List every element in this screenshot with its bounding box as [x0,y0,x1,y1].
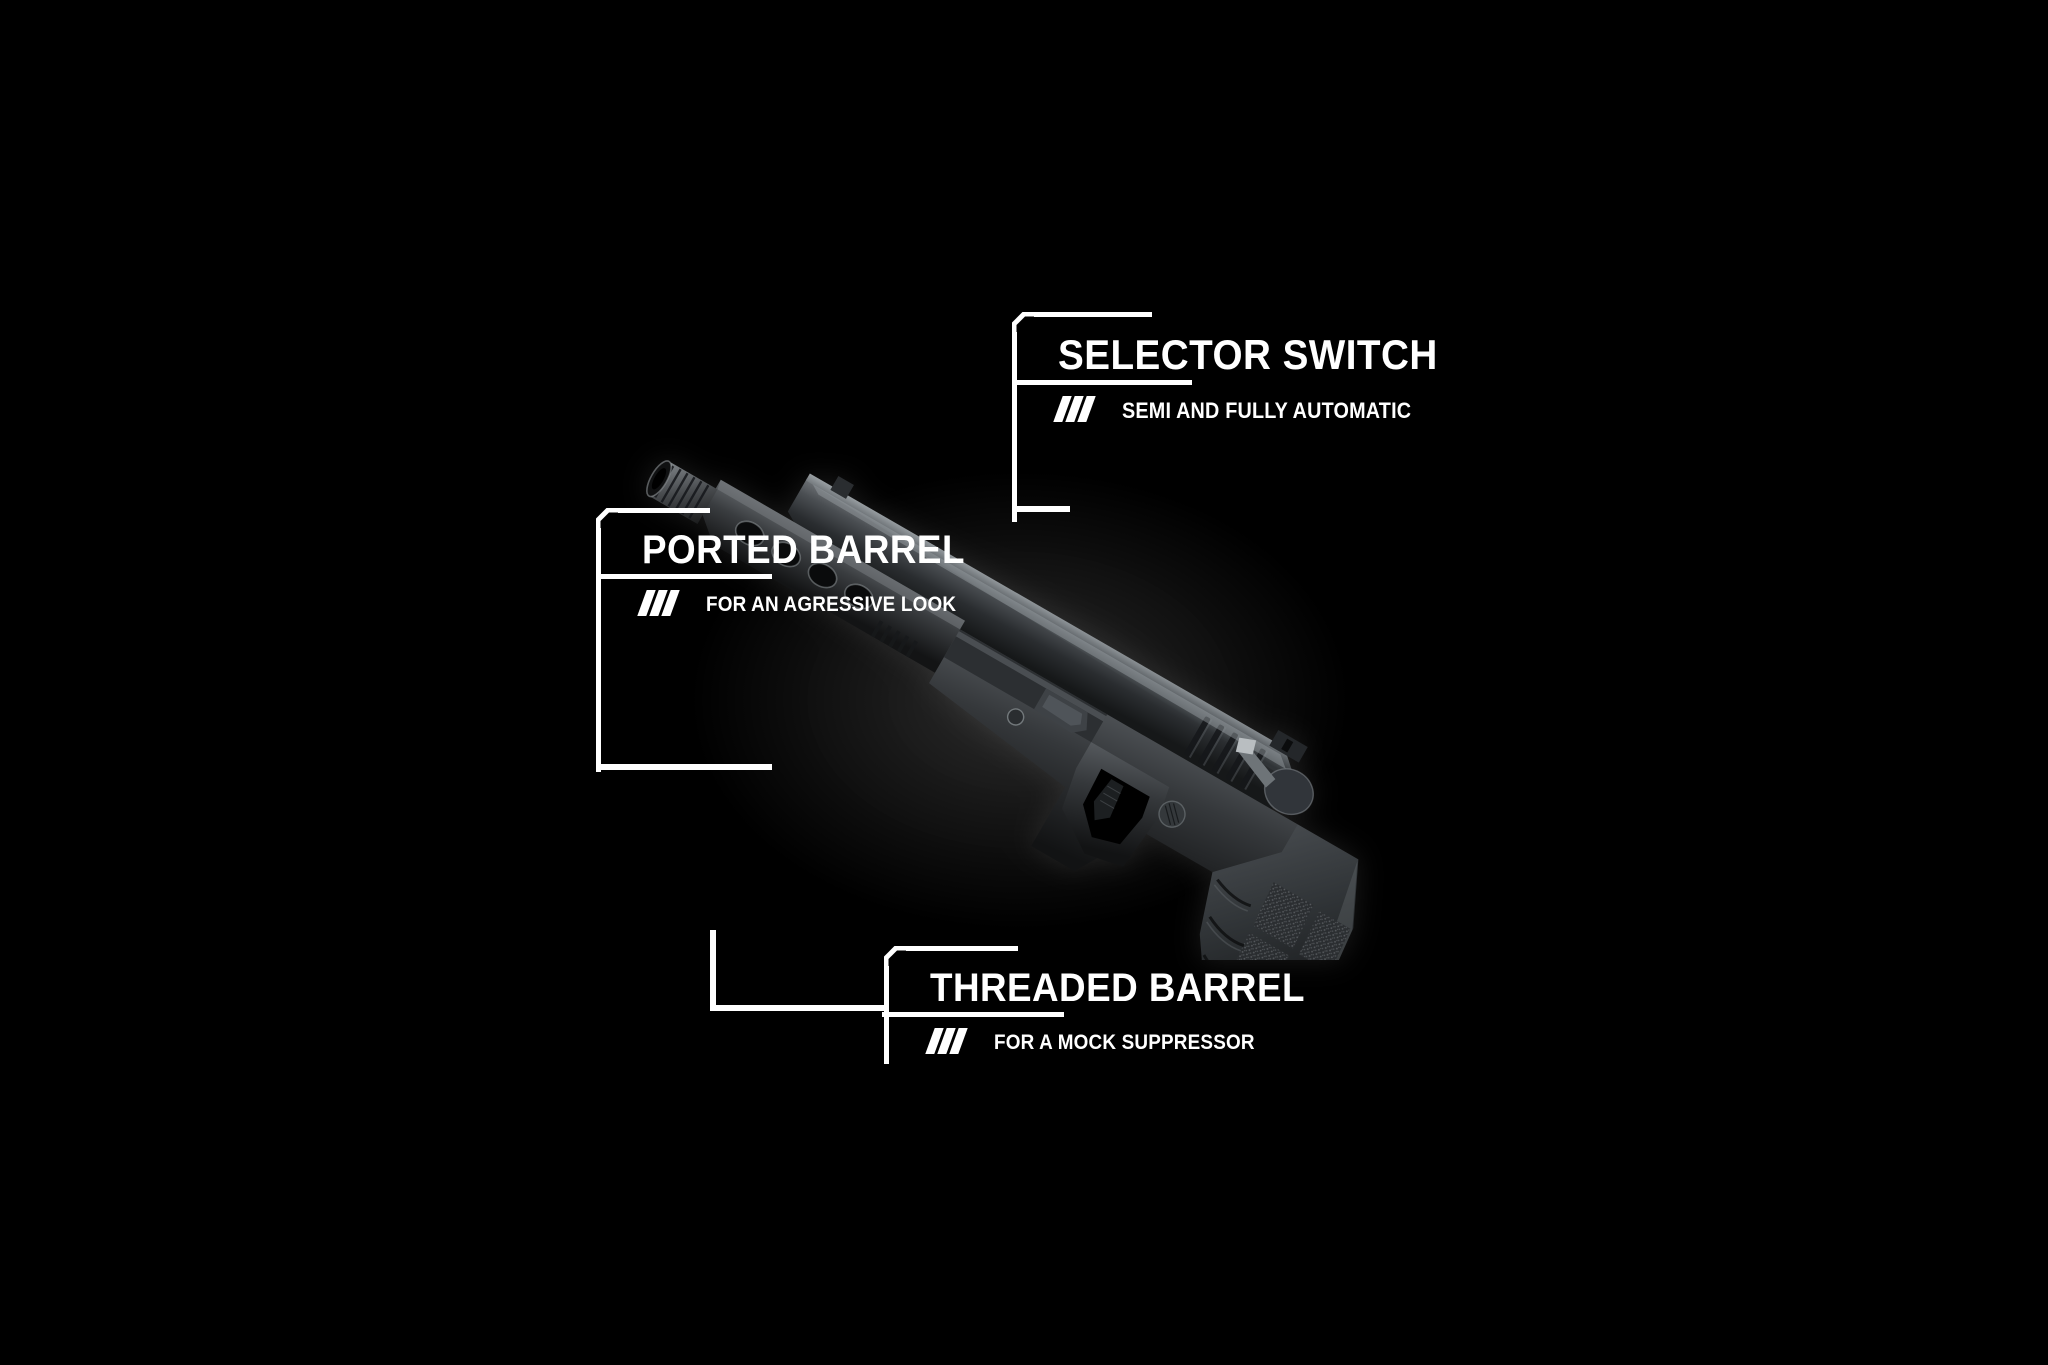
callout-subtitle: SEMI AND FULLY AUTOMATIC [1122,398,1412,423]
callout-subtitle: FOR A MOCK SUPPRESSOR [994,1031,1255,1054]
bevel-corner-icon [884,946,910,972]
threaded-leader-vertical [710,930,716,1008]
callout-selector-switch[interactable]: SELECTOR SWITCH SEMI AND FULLY AUTOMATIC [1012,312,1437,532]
callout-leader-line [596,764,772,770]
bevel-corner-icon [1012,312,1038,338]
threaded-leader-horizontal [710,1005,886,1011]
callout-top-rule [906,946,1018,951]
callout-left-rule [596,528,601,772]
callout-title: SELECTOR SWITCH [1058,331,1438,378]
callout-divider-rule [1012,380,1192,385]
callout-threaded-barrel[interactable]: THREADED BARREL FOR A MOCK SUPPRESSOR [882,946,1305,1086]
callout-divider-rule [596,574,772,579]
callout-leader-line [1012,506,1070,512]
bevel-corner-icon [596,508,622,534]
callout-top-rule [618,508,710,513]
callout-divider-rule [882,1012,1064,1017]
callout-title: PORTED BARREL [642,528,965,572]
callout-subtitle: FOR AN AGRESSIVE LOOK [706,593,957,616]
callout-ported-barrel[interactable]: PORTED BARREL FOR AN AGRESSIVE LOOK [596,508,1016,788]
triple-slash-icon [637,590,682,616]
callout-title: THREADED BARREL [930,966,1305,1010]
triple-slash-icon [1053,396,1098,422]
triple-slash-icon [925,1028,970,1054]
callout-top-rule [1034,312,1152,317]
callout-left-rule [1012,332,1017,522]
